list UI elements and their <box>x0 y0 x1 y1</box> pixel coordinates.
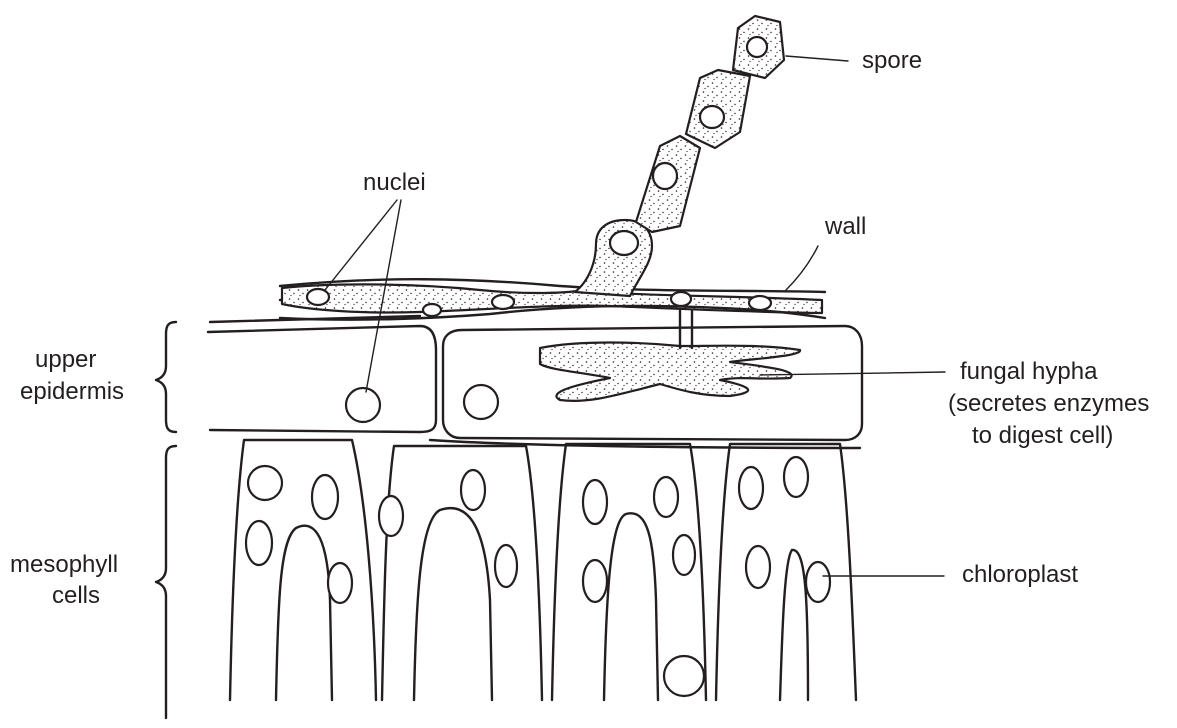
label-upper-epidermis-2: epidermis <box>20 377 124 407</box>
upper-epidermis <box>208 310 862 448</box>
mesophyll-cells <box>230 440 856 700</box>
spore-chain <box>575 16 784 296</box>
label-mesophyll-2: cells <box>52 581 100 611</box>
label-wall: wall <box>825 212 866 242</box>
label-mesophyll-1: mesophyll <box>10 550 118 580</box>
label-fungal-hypha-1: fungal hypha <box>960 357 1097 387</box>
surface-hypha <box>280 279 825 319</box>
label-upper-epidermis-1: upper <box>35 345 96 375</box>
label-nuclei: nuclei <box>363 168 426 198</box>
label-spore: spore <box>862 46 922 76</box>
label-fungal-hypha-3: to digest cell) <box>972 421 1113 451</box>
region-braces <box>156 322 176 718</box>
label-fungal-hypha-2: (secretes enzymes <box>948 389 1149 419</box>
label-chloroplast: chloroplast <box>962 560 1078 590</box>
